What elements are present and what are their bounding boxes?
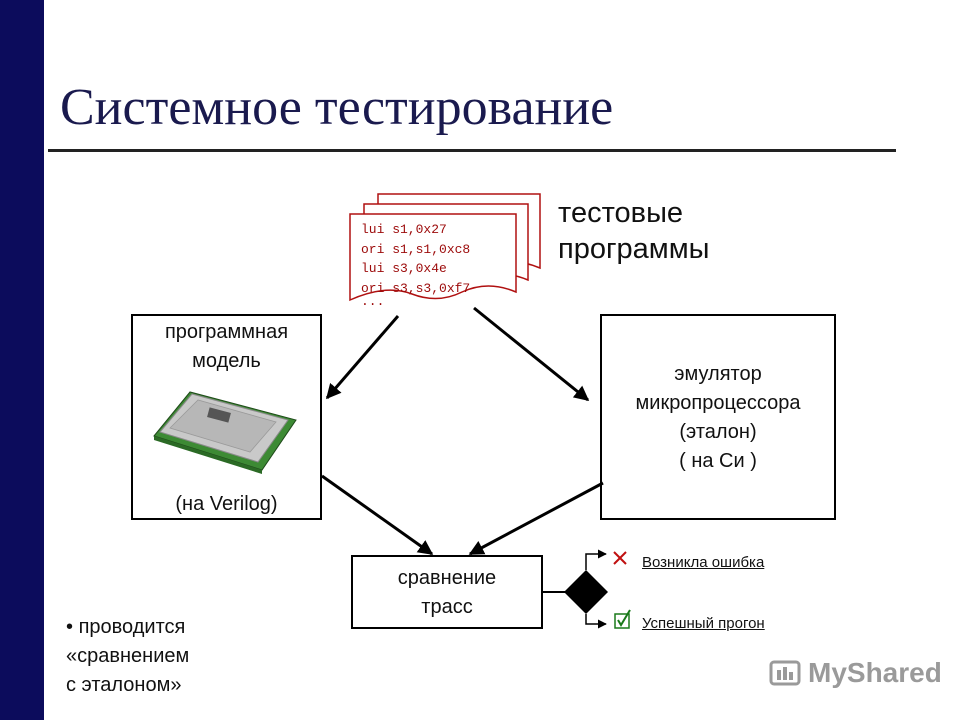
error-cross-icon xyxy=(614,552,626,564)
branch-error xyxy=(586,554,606,570)
test-programs-label-line1: тестовые xyxy=(558,195,710,231)
test-programs-label-line2: программы xyxy=(558,231,710,267)
emulator-box-line2: микропроцессора xyxy=(601,389,835,418)
arrow-model-to-compare xyxy=(322,476,432,554)
model-box-title: программная модель xyxy=(132,318,321,376)
compare-box-label: сравнение трасс xyxy=(352,564,542,622)
branch-success xyxy=(586,614,606,624)
emulator-box-line4: ( на Си ) xyxy=(601,447,835,476)
test-programs-label: тестовые программы xyxy=(558,195,710,267)
watermark-logo-icon xyxy=(768,656,802,690)
code-line: ori s1,s1,0xc8 xyxy=(361,240,470,260)
arrow-to-model xyxy=(327,316,398,398)
emulator-box-line3: (эталон) xyxy=(601,418,835,447)
bullet-note: • проводится «сравнением с эталоном» xyxy=(66,613,189,700)
code-line: lui s3,0x4e xyxy=(361,259,470,279)
code-line: ... xyxy=(361,298,470,306)
emulator-box-label: эмулятор микропроцессора (эталон) ( на С… xyxy=(601,360,835,476)
model-box-title-line1: программная xyxy=(132,318,321,347)
arrow-to-emulator xyxy=(474,308,588,400)
watermark: MyShared xyxy=(768,656,942,690)
bullet-line3: с эталоном» xyxy=(66,671,189,700)
watermark-text: MyShared xyxy=(808,657,942,689)
compare-box-line2: трасс xyxy=(352,593,542,622)
bullet-line2: «сравнением xyxy=(66,642,189,671)
outcome-success-link[interactable]: Успешный прогон xyxy=(642,615,765,632)
bullet-line1: • проводится xyxy=(66,613,189,642)
bullet-line1-text: проводится xyxy=(79,616,186,638)
arrow-emulator-to-compare xyxy=(470,483,603,554)
outcome-error-link[interactable]: Возникла ошибка xyxy=(642,554,764,571)
model-box-language: (на Verilog) xyxy=(132,490,321,519)
emulator-box-line1: эмулятор xyxy=(601,360,835,389)
decision-diamond xyxy=(564,570,608,614)
code-line: lui s1,0x27 xyxy=(361,220,470,240)
model-box-title-line2: модель xyxy=(132,347,321,376)
success-checkbox-icon xyxy=(615,610,630,628)
compare-box-line1: сравнение xyxy=(352,564,542,593)
